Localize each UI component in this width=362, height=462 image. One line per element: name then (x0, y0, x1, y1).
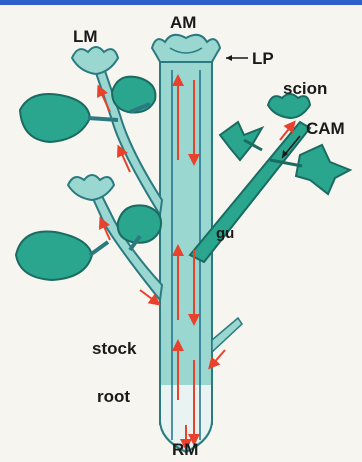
label-stock: stock (92, 340, 136, 357)
lower-bud-shape (68, 175, 114, 200)
label-root: root (97, 388, 130, 405)
leaf-upper-left (20, 94, 90, 142)
lateral-meristem-shape (72, 47, 118, 74)
left-lower-branch (90, 188, 162, 300)
label-lateral-meristem: LM (73, 28, 98, 45)
label-apical-meristem: AM (170, 14, 196, 31)
scion-leaf-left (220, 122, 262, 160)
scion-leaf-right (296, 145, 350, 194)
apical-meristem-shape (152, 35, 220, 62)
label-leaf-primordia: LP (252, 50, 274, 67)
stock-right-branch (212, 318, 242, 352)
label-root-meristem: RM (172, 441, 198, 458)
label-scion: scion (283, 80, 327, 97)
leaf-lower-left (16, 231, 92, 280)
leaf-upper-right (112, 77, 155, 113)
label-cambium: CAM (306, 120, 345, 137)
label-graft-union: gu (216, 226, 234, 241)
